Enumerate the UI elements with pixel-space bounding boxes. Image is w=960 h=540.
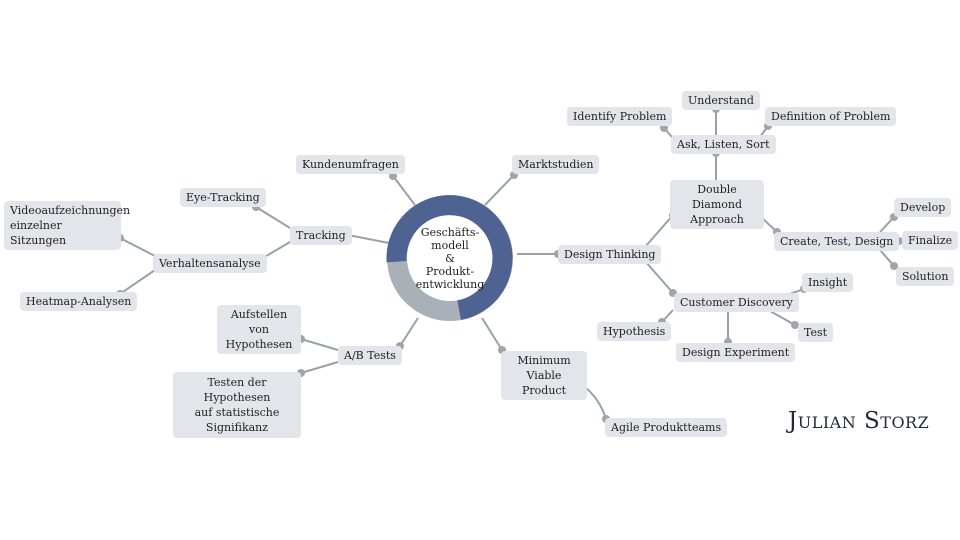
node-definition-of-problem[interactable]: Definition of Problem: [765, 107, 897, 126]
node-heatmap-analysen[interactable]: Heatmap-Analysen: [20, 292, 138, 311]
node-marktstudien[interactable]: Marktstudien: [512, 155, 600, 174]
node-line: Hypothesen: [225, 338, 293, 351]
node-ask-listen-sort[interactable]: Ask, Listen, Sort: [671, 135, 776, 154]
connector-center-marktstudien: [484, 174, 515, 206]
center-line: entwicklung: [415, 278, 485, 291]
node-design-thinking[interactable]: Design Thinking: [558, 245, 662, 264]
node-line: auf statistische: [194, 406, 280, 419]
center-ring: [386, 195, 513, 321]
node-line: Approach: [690, 213, 744, 226]
node-customer-discovery[interactable]: Customer Discovery: [674, 293, 799, 312]
node-line: einzelner Sitzungen: [10, 219, 67, 247]
node-videoaufzeichnungen[interactable]: Videoaufzeichnungen einzelner Sitzungen: [4, 201, 131, 250]
node-tracking[interactable]: Tracking: [290, 226, 352, 245]
center-line: Produkt-: [425, 265, 475, 278]
node-identify-problem[interactable]: Identify Problem: [567, 107, 673, 126]
connector-verhalten-heatmap: [119, 269, 156, 295]
node-line: Signifikanz: [205, 421, 269, 434]
node-line: Aufstellen von: [230, 308, 288, 336]
dot: [791, 321, 799, 329]
node-develop[interactable]: Develop: [894, 198, 952, 217]
node-insight[interactable]: Insight: [802, 273, 854, 292]
node-test[interactable]: Test: [798, 323, 834, 342]
connector-verhalten-video: [119, 237, 156, 257]
connector-center-ab-tests: [399, 317, 419, 347]
connector-design-thinking-customer-discovery: [644, 260, 674, 294]
ring-primary-arc: [386, 195, 513, 321]
node-finalize[interactable]: Finalize: [902, 231, 959, 250]
node-line: Product: [522, 384, 566, 397]
node-line: Testen der Hypothesen: [203, 376, 271, 404]
node-solution[interactable]: Solution: [896, 267, 955, 286]
node-line: Minimum Viable: [517, 354, 571, 382]
center-title: Geschäfts- modell & Produkt- entwicklung: [410, 226, 490, 291]
connector-ab-aufstellen: [300, 338, 339, 351]
connector-center-mvp: [481, 317, 503, 351]
connector-center-kundenumfragen: [392, 175, 416, 206]
center-line: &: [445, 252, 455, 265]
dot: [389, 172, 397, 180]
connector-mvp-agile: [585, 387, 607, 420]
node-line: Double Diamond: [691, 183, 743, 211]
node-hypothesis[interactable]: Hypothesis: [597, 322, 672, 341]
node-create-test-design[interactable]: Create, Test, Design: [774, 232, 900, 251]
connector-center-tracking: [347, 234, 390, 244]
node-mvp[interactable]: Minimum Viable Product: [501, 351, 587, 400]
dot: [660, 124, 668, 132]
node-aufstellen-hypothesen[interactable]: Aufstellen von Hypothesen: [217, 305, 301, 354]
node-testen-hypothesen[interactable]: Testen der Hypothesen auf statistische S…: [173, 372, 301, 438]
connector-tracking-eye: [255, 206, 291, 229]
node-design-experiment[interactable]: Design Experiment: [676, 343, 796, 362]
connector-design-thinking-double-diamond: [644, 214, 674, 248]
node-agile-produktteams[interactable]: Agile Produktteams: [605, 418, 728, 437]
center-line: Geschäfts-: [420, 226, 480, 239]
center-line: modell: [431, 239, 469, 252]
node-ab-tests[interactable]: A/B Tests: [338, 346, 402, 365]
node-line: Videoaufzeichnungen: [10, 204, 131, 217]
node-verhaltensanalyse[interactable]: Verhaltensanalyse: [153, 254, 267, 273]
node-understand[interactable]: Understand: [682, 91, 760, 110]
brand-logo: Julian Storz: [788, 408, 930, 434]
node-double-diamond[interactable]: Double Diamond Approach: [670, 180, 764, 229]
node-kundenumfragen[interactable]: Kundenumfragen: [296, 155, 405, 174]
connector-ab-testen: [300, 361, 339, 374]
node-eye-tracking[interactable]: Eye-Tracking: [180, 188, 266, 207]
connector-customer-test: [769, 310, 796, 326]
